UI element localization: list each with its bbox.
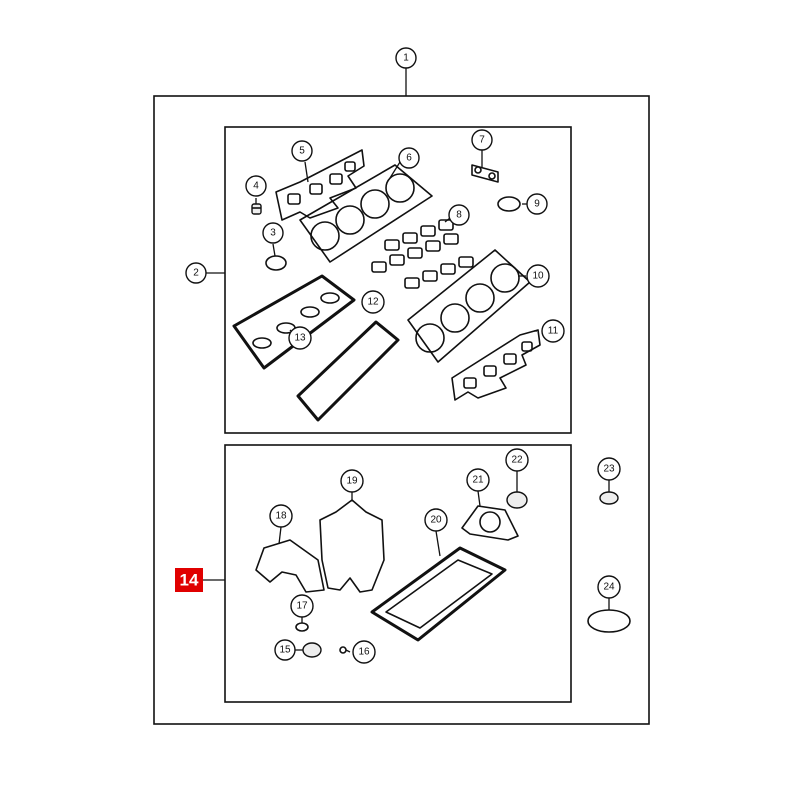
part-11-exhaust-gasket [451,329,541,401]
callout-9-label: 9 [534,199,540,210]
callout-8-label: 8 [456,210,462,221]
part-8-intake-gaskets [371,219,459,273]
part-24-o-ring [587,609,631,633]
lower-kit-frame [224,444,572,703]
part-7-sensor-gasket [471,164,499,183]
outer-frame [153,95,650,725]
callout-21: 21 [466,468,490,492]
callout-20: 20 [424,508,448,532]
upper-kit-frame [224,126,572,434]
part-16-small-o-ring [339,646,347,654]
callout-18-label: 18 [275,511,287,522]
part-17-o-ring [295,622,309,632]
part-9-o-ring [497,196,521,212]
callout-11: 11 [541,319,565,343]
callout-3: 3 [262,222,284,244]
part-13-valve-cover-gasket [232,274,356,370]
callout-23-label: 23 [603,464,615,475]
callout-24: 24 [597,575,621,599]
callout-4: 4 [245,175,267,197]
callout-12-label: 12 [367,297,379,308]
callout-11-label: 11 [548,326,559,337]
part-6-head-gasket [299,164,433,263]
callout-9: 9 [526,193,548,215]
callout-1-label: 1 [403,53,409,64]
callout-17-label: 17 [296,601,308,612]
part-5-exhaust-gasket [275,149,365,221]
part-23-seal [599,491,619,505]
part-21-rear-seal-retainer [461,505,519,541]
callout-5: 5 [291,140,313,162]
highlight-box [175,568,203,592]
callout-18: 18 [269,504,293,528]
callout-20-label: 20 [430,515,442,526]
part-12-valve-cover-gasket [296,320,400,422]
part-10-head-gasket [407,249,531,363]
callout-6: 6 [398,147,420,169]
part-22-rear-main-seal [506,491,528,509]
callout-19: 19 [340,469,364,493]
callout-13-label: 13 [294,333,306,344]
callout-7-label: 7 [479,135,485,146]
callout-1: 1 [395,47,417,69]
callout-15: 15 [274,639,296,661]
highlight-label: 14 [180,571,199,590]
callout-23: 23 [597,457,621,481]
callout-6-label: 6 [406,153,412,164]
part-19-timing-cover-gasket [319,499,385,593]
callout-2-label: 2 [193,268,199,279]
callout-2: 2 [185,262,207,284]
callout-21-label: 21 [472,475,484,486]
part-15-front-seal [302,642,322,658]
callout-16-label: 16 [358,647,370,658]
callout-3-label: 3 [270,228,276,239]
callout-5-label: 5 [299,146,305,157]
part-20-oil-pan-gasket [370,546,507,642]
callout-15-label: 15 [279,645,291,656]
callout-13: 13 [288,326,312,350]
callout-4-label: 4 [253,181,259,192]
highlight-callout-14: 14 [175,568,203,592]
callout-16: 16 [352,640,376,664]
callout-7: 7 [471,129,493,151]
callout-8: 8 [448,204,470,226]
callout-10: 10 [526,264,550,288]
part-8-intake-gaskets-lower [404,256,474,289]
callout-10-label: 10 [532,271,544,282]
leader-lines [203,68,610,653]
callout-22: 22 [505,448,529,472]
callout-12: 12 [361,290,385,314]
part-3-o-ring [265,255,287,271]
part-18-water-pump-gasket [255,539,325,593]
callout-17: 17 [290,594,314,618]
callout-24-label: 24 [603,582,615,593]
part-4-plug [251,203,262,215]
callout-22-label: 22 [511,455,523,466]
callout-19-label: 19 [346,476,358,487]
